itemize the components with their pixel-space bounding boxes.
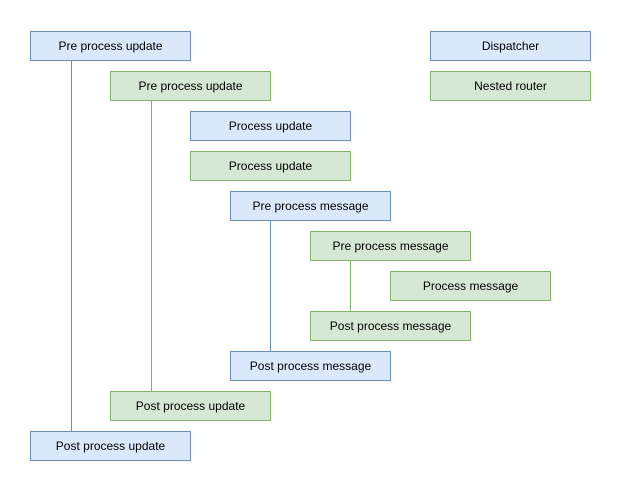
diagram-node-nested-router: Nested router xyxy=(430,71,591,101)
diagram-node-process-message: Process message xyxy=(390,271,551,301)
diagram-node-dispatcher: Dispatcher xyxy=(430,31,591,61)
connector-pre-to-post-message-outer xyxy=(270,221,271,351)
diagram-node-process-update-inner: Process update xyxy=(190,151,351,181)
diagram-node-process-update-outer: Process update xyxy=(190,111,351,141)
diagram-node-post-process-message-outer: Post process message xyxy=(230,351,391,381)
diagram-node-post-process-update-inner: Post process update xyxy=(110,391,271,421)
diagram-node-post-process-message-inner: Post process message xyxy=(310,311,471,341)
diagram-node-pre-process-message-inner: Pre process message xyxy=(310,231,471,261)
diagram-node-pre-process-update-outer: Pre process update xyxy=(30,31,191,61)
diagram-node-pre-process-update-inner: Pre process update xyxy=(110,71,271,101)
diagram-node-post-process-update-outer: Post process update xyxy=(30,431,191,461)
diagram-node-pre-process-message-outer: Pre process message xyxy=(230,191,391,221)
connector-pre-to-post-update-inner xyxy=(151,101,152,391)
connector-pre-to-post-message-inner xyxy=(350,261,351,311)
connector-pre-to-post-update-outer xyxy=(71,61,72,431)
